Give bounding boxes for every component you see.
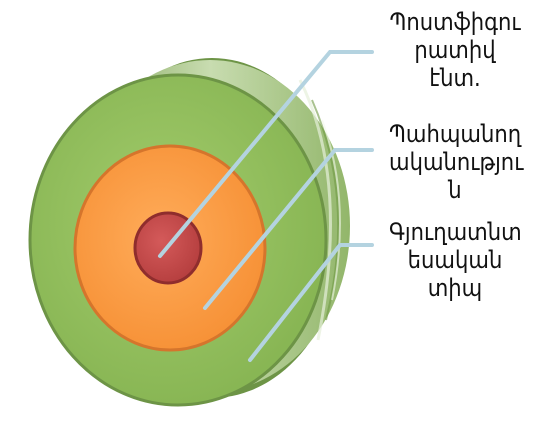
transition-zone-label: Գյուղատնտ եսական տիպ [389,218,521,302]
core-zone-label: Պոստֆիգու րատիվ էնտ. [389,8,521,92]
buffer-zone-label: Պահպանող ականությու ն [389,120,521,204]
